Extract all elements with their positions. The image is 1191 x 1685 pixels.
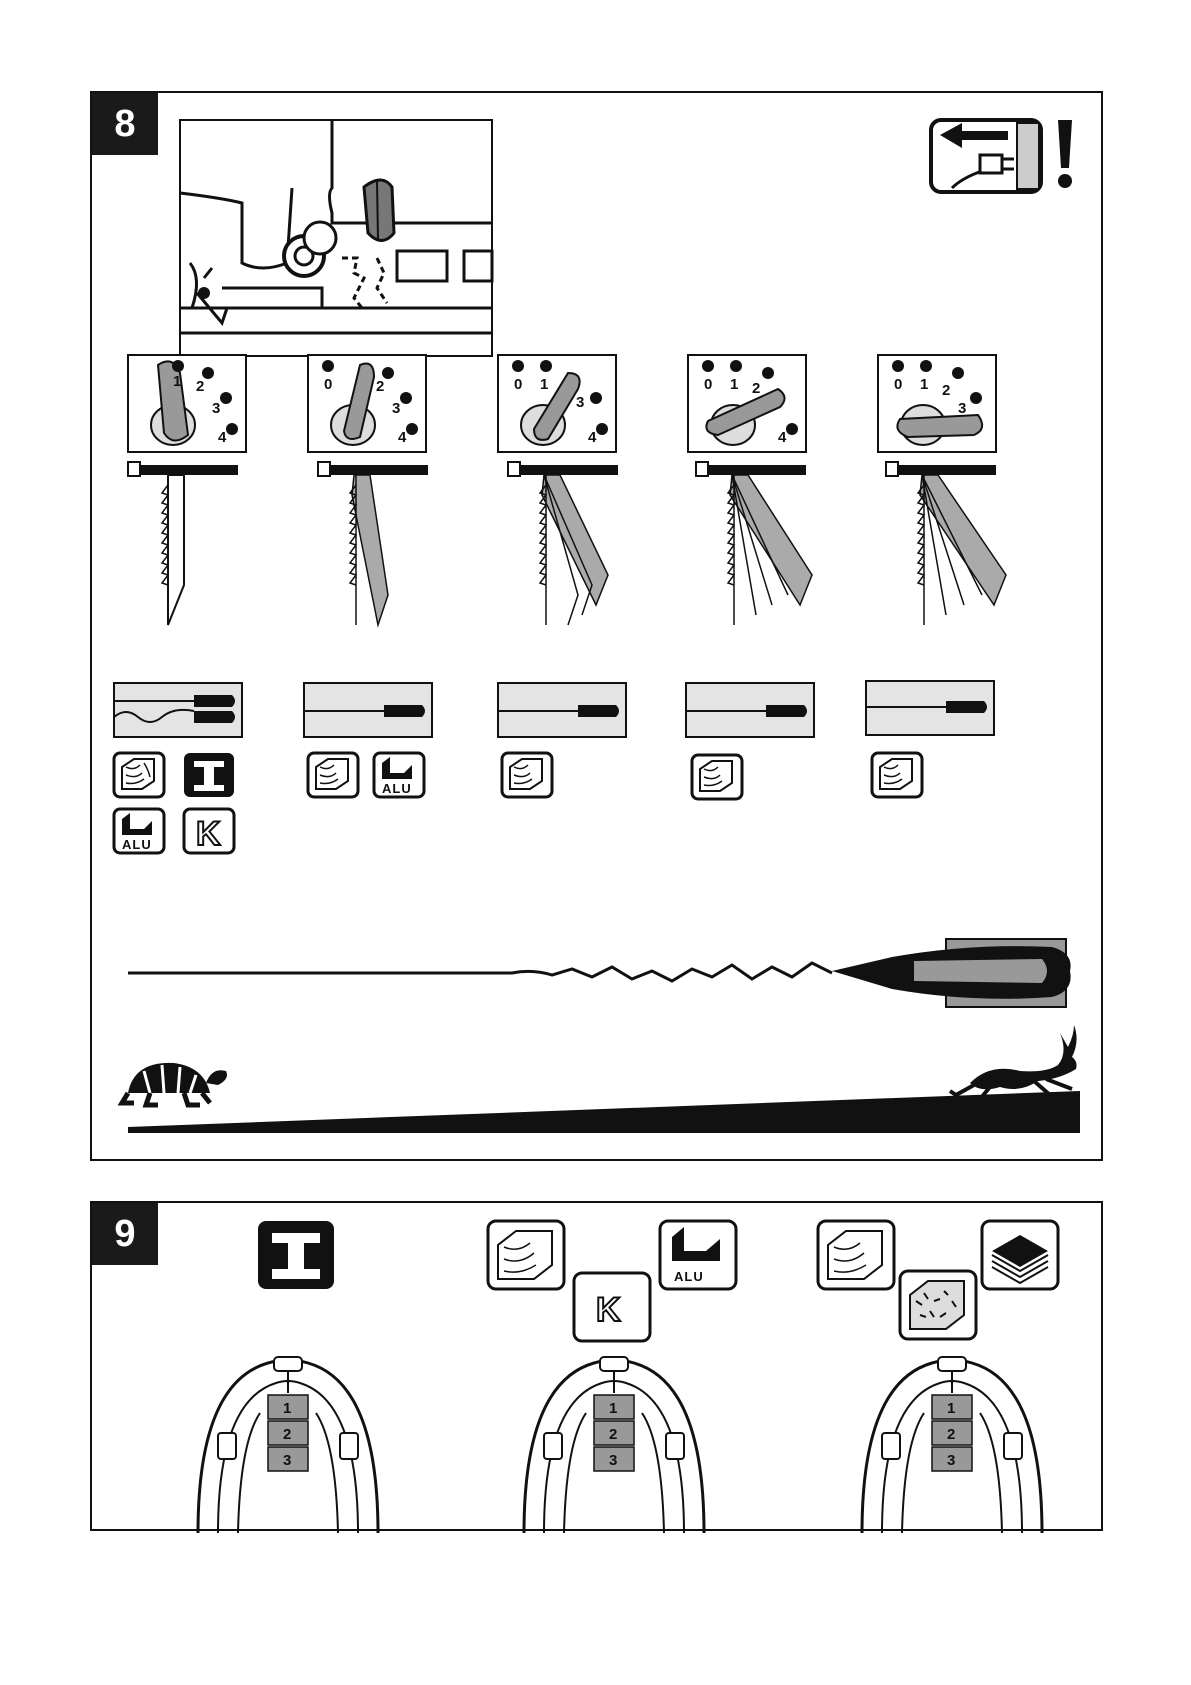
- svg-text:1: 1: [947, 1400, 955, 1417]
- panel-8: 8 1 2 3: [90, 91, 1103, 1161]
- hare-icon: [950, 1025, 1077, 1099]
- svg-text:1: 1: [609, 1400, 617, 1417]
- svg-text:2: 2: [609, 1426, 617, 1443]
- svg-text:1: 1: [283, 1400, 291, 1417]
- stroke-selector-2: 1 2 3: [524, 1357, 704, 1533]
- svg-text:3: 3: [609, 1452, 617, 1469]
- svg-text:2: 2: [283, 1426, 291, 1443]
- svg-text:3: 3: [947, 1452, 955, 1469]
- svg-text:3: 3: [283, 1452, 291, 1469]
- panel-9: 9 K ALU: [90, 1201, 1103, 1531]
- stroke-selector-1: 1 2 3: [198, 1357, 378, 1533]
- stroke-selectors: 1 2 3 1 2 3: [92, 1203, 1105, 1533]
- stroke-selector-3: 1 2 3: [862, 1357, 1042, 1533]
- speed-ramp: [92, 93, 1105, 1163]
- tortoise-icon: [122, 1063, 227, 1105]
- svg-text:2: 2: [947, 1426, 955, 1443]
